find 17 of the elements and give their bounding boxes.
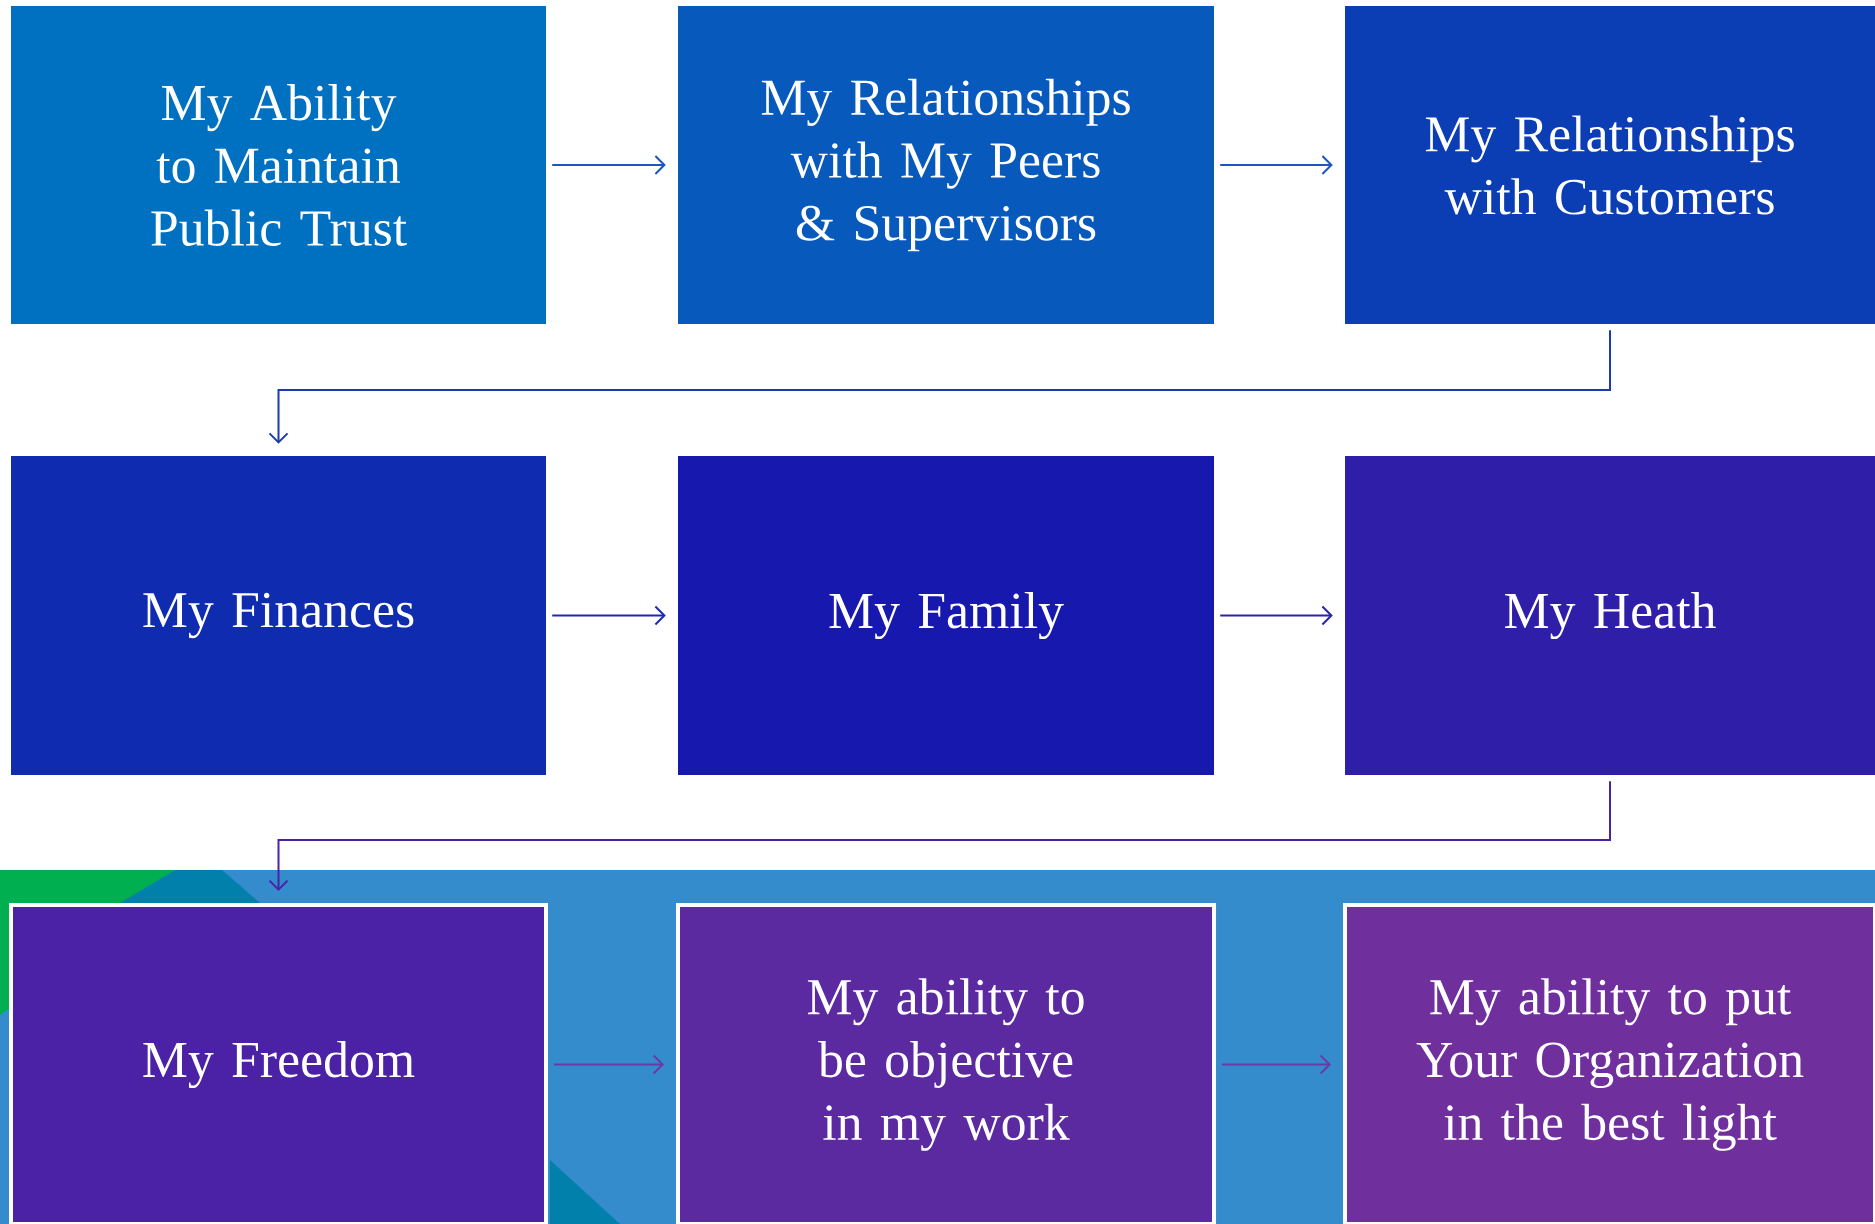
arrow — [551, 605, 666, 626]
arrow — [1221, 1054, 1331, 1075]
text-box: My ability to put Your Organization in the best light — [1343, 903, 1875, 1224]
text-box: My ability to be objective in my work — [676, 903, 1216, 1224]
arrow — [553, 1054, 664, 1075]
arrow — [268, 329, 1611, 444]
text-box: My Freedom — [9, 903, 548, 1224]
text-box: My Ability to Maintain Public Trust — [11, 6, 546, 324]
arrow — [551, 155, 666, 175]
text-box: My Heath — [1345, 456, 1875, 775]
arrow — [1219, 155, 1333, 175]
arrow — [1219, 605, 1333, 626]
text-box: My Family — [678, 456, 1214, 775]
text-box: My Finances — [11, 456, 546, 775]
text-box: My Relationships with My Peers & Supervisors — [678, 6, 1214, 324]
arrow — [268, 780, 1611, 891]
text-box: My Relationships with Customers — [1345, 6, 1875, 324]
